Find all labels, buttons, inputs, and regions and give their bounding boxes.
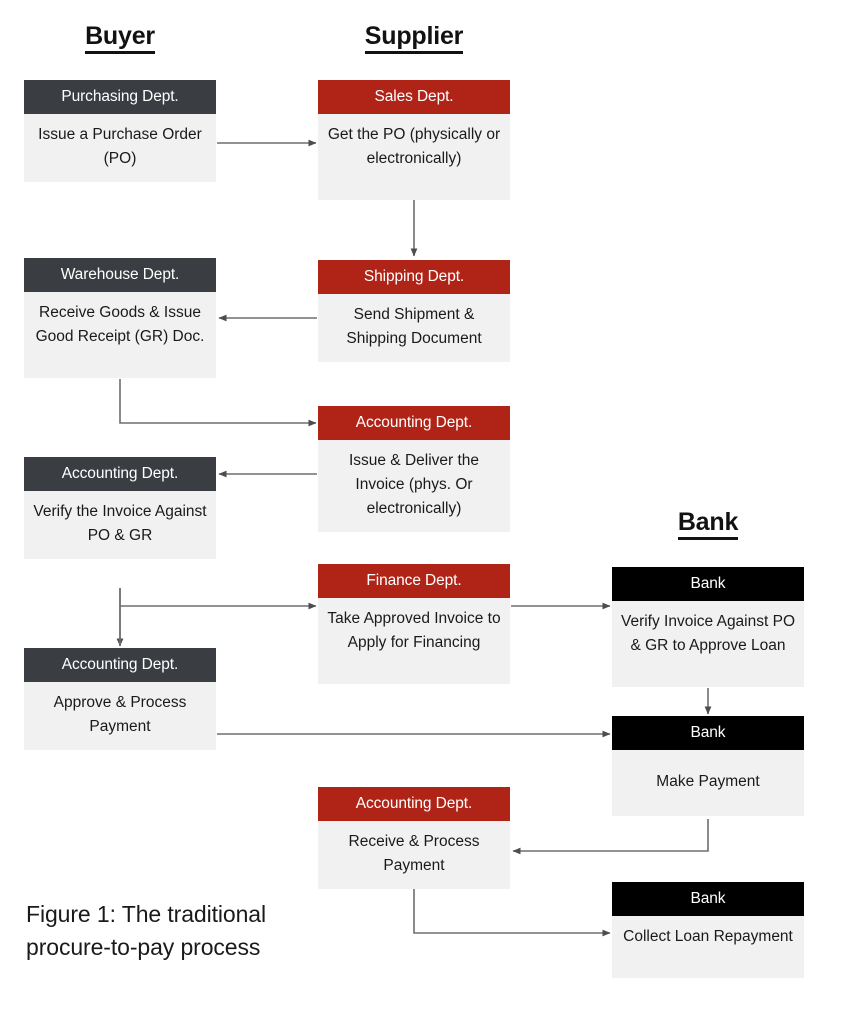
node-body: Approve & Process Payment [24, 682, 216, 750]
column-heading-bank: Bank [612, 508, 804, 540]
node-body: Take Approved Invoice to Apply for Finan… [318, 598, 510, 684]
node-bank-make-payment[interactable]: Bank Make Payment [612, 716, 804, 816]
node-bank-collect-loan[interactable]: Bank Collect Loan Repayment [612, 882, 804, 978]
node-body: Verify the Invoice Against PO & GR [24, 491, 216, 559]
node-supplier-accounting-invoice[interactable]: Accounting Dept. Issue & Deliver the Inv… [318, 406, 510, 532]
node-body: Make Payment [612, 750, 804, 816]
figure-caption: Figure 1: The traditional procure-to-pay… [26, 898, 356, 964]
node-header: Finance Dept. [318, 564, 510, 598]
node-buyer-accounting-verify[interactable]: Accounting Dept. Verify the Invoice Agai… [24, 457, 216, 559]
node-header: Accounting Dept. [24, 648, 216, 682]
node-header: Bank [612, 882, 804, 916]
node-body: Receive Goods & Issue Good Receipt (GR) … [24, 292, 216, 378]
node-bank-verify[interactable]: Bank Verify Invoice Against PO & GR to A… [612, 567, 804, 687]
flow-warehouse-to-accounting [119, 379, 317, 427]
node-body: Issue a Purchase Order (PO) [24, 114, 216, 182]
node-buyer-purchasing[interactable]: Purchasing Dept. Issue a Purchase Order … [24, 80, 216, 182]
node-header: Sales Dept. [318, 80, 510, 114]
column-heading-bank-label: Bank [677, 508, 738, 540]
node-header: Purchasing Dept. [24, 80, 216, 114]
figure-caption-line1: Figure 1: The traditional [26, 901, 266, 927]
column-heading-buyer: Buyer [24, 22, 216, 54]
column-heading-buyer-label: Buyer [85, 22, 155, 54]
flow-makepayment-to-receive [512, 819, 709, 855]
node-body: Verify Invoice Against PO & GR to Approv… [612, 601, 804, 687]
node-body: Collect Loan Repayment [612, 916, 804, 978]
node-header: Accounting Dept. [318, 787, 510, 821]
node-header: Bank [612, 567, 804, 601]
node-header: Bank [612, 716, 804, 750]
node-header: Warehouse Dept. [24, 258, 216, 292]
node-buyer-warehouse[interactable]: Warehouse Dept. Receive Goods & Issue Go… [24, 258, 216, 378]
node-body: Issue & Deliver the Invoice (phys. Or el… [318, 440, 510, 532]
node-header: Shipping Dept. [318, 260, 510, 294]
node-supplier-sales[interactable]: Sales Dept. Get the PO (physically or el… [318, 80, 510, 200]
column-heading-supplier: Supplier [318, 22, 510, 54]
node-body: Send Shipment & Shipping Document [318, 294, 510, 362]
node-buyer-accounting-approve[interactable]: Accounting Dept. Approve & Process Payme… [24, 648, 216, 750]
node-body: Get the PO (physically or electronically… [318, 114, 510, 200]
column-heading-supplier-label: Supplier [364, 22, 463, 54]
node-supplier-accounting-receive[interactable]: Accounting Dept. Receive & Process Payme… [318, 787, 510, 889]
node-supplier-finance[interactable]: Finance Dept. Take Approved Invoice to A… [318, 564, 510, 684]
node-supplier-shipping[interactable]: Shipping Dept. Send Shipment & Shipping … [318, 260, 510, 362]
node-header: Accounting Dept. [24, 457, 216, 491]
figure-caption-line2: procure-to-pay process [26, 934, 261, 960]
node-body: Receive & Process Payment [318, 821, 510, 889]
node-header: Accounting Dept. [318, 406, 510, 440]
